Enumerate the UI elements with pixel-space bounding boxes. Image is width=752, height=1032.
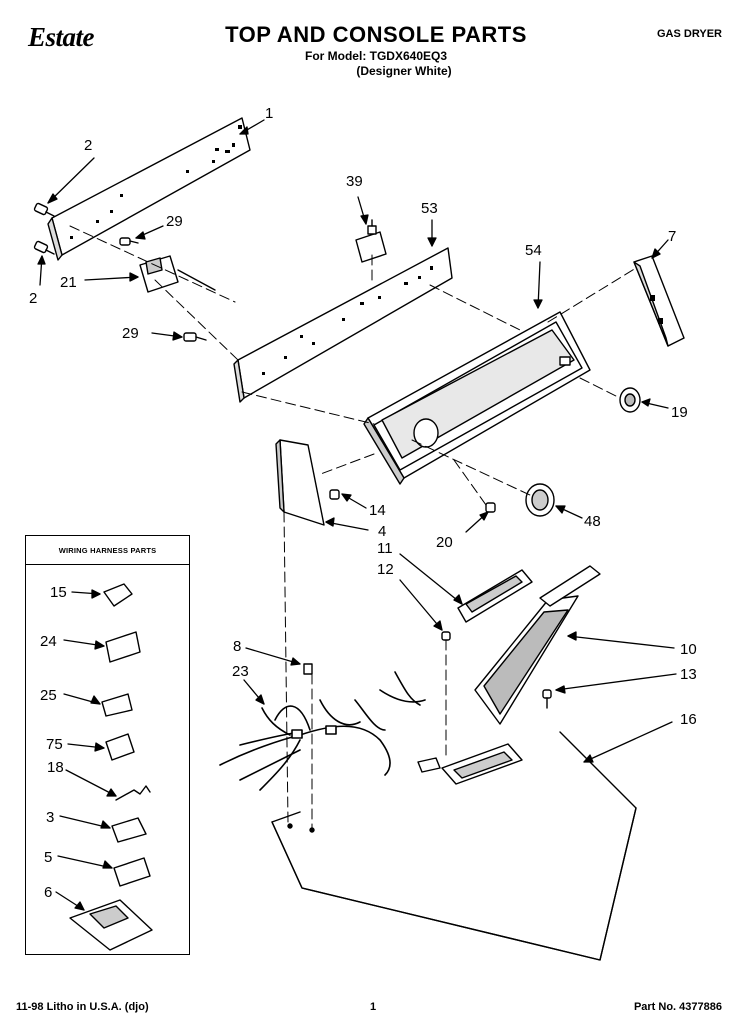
- callout-6: 6: [44, 884, 52, 901]
- callout-labels: 1 2 2 29 21 29 39 53 54 7 19 14 4 20 48 …: [29, 105, 697, 901]
- callout-8: 8: [233, 638, 241, 655]
- part-control-knob: [619, 387, 641, 413]
- callout-25: 25: [40, 687, 57, 704]
- callout-75: 75: [46, 736, 63, 753]
- callout-1: 1: [265, 105, 273, 122]
- callout-18: 18: [47, 759, 64, 776]
- callout-14: 14: [369, 502, 386, 519]
- wiring-harness-legend: WIRING HARNESS PARTS: [25, 535, 190, 955]
- legend-part-drawings: [69, 583, 153, 951]
- callout-21: 21: [60, 274, 77, 291]
- footer-part-number: Part No. 4377886: [633, 1001, 722, 1013]
- part-screw-lower: [33, 240, 55, 255]
- callout-4: 4: [378, 523, 386, 540]
- part-lint-cover: [457, 569, 533, 623]
- model-line: For Model: TGDX640EQ3: [304, 49, 448, 63]
- part-console: [363, 311, 591, 485]
- callout-20: 20: [436, 534, 453, 551]
- callout-54: 54: [525, 242, 542, 259]
- callout-5: 5: [44, 849, 52, 866]
- part-control-mount-panel: [233, 247, 453, 403]
- callout-13: 13: [680, 666, 697, 683]
- dryer-type: GAS DRYER: [657, 28, 722, 40]
- legend-title: WIRING HARNESS PARTS: [58, 546, 157, 555]
- brand-logo: Estate: [28, 22, 95, 52]
- part-screw-12: [441, 631, 451, 641]
- callout-39: 39: [346, 173, 363, 190]
- part-timer-knob: [525, 483, 555, 517]
- callout-29-lower: 29: [122, 325, 139, 342]
- part-wiring-harness: [219, 671, 426, 791]
- footer-litho: 11-98 Litho in U.S.A. (djo): [16, 1001, 149, 1013]
- part-clip-8: [303, 663, 313, 675]
- page-title: TOP AND CONSOLE PARTS: [225, 22, 527, 47]
- leader-arrows: [37, 119, 677, 911]
- part-switch: [355, 219, 387, 263]
- part-lint-screen: [474, 565, 601, 725]
- part-screw-29-lower: [183, 332, 207, 342]
- callout-24: 24: [40, 633, 57, 650]
- callout-2-lower: 2: [29, 290, 37, 307]
- callout-12: 12: [377, 561, 394, 578]
- callout-7: 7: [668, 228, 676, 245]
- callout-3: 3: [46, 809, 54, 826]
- callout-23: 23: [232, 663, 249, 680]
- alignment-lines: [69, 225, 637, 831]
- callout-11: 11: [377, 540, 393, 557]
- part-console-end-cap: [633, 255, 685, 347]
- callout-53: 53: [421, 200, 438, 217]
- part-timer-bracket: [139, 255, 216, 293]
- model-variant: (Designer White): [356, 64, 452, 78]
- callout-48: 48: [584, 513, 601, 530]
- part-screw-14: [329, 489, 340, 500]
- callout-16: 16: [680, 711, 697, 728]
- callout-19: 19: [671, 404, 688, 421]
- part-rear-console-panel: [47, 117, 251, 261]
- legend-divider: [26, 564, 189, 565]
- part-screw-upper: [33, 202, 55, 217]
- footer-page-number: 1: [370, 1001, 377, 1013]
- callout-2-upper: 2: [84, 137, 92, 154]
- part-left-end-cap: [275, 439, 325, 526]
- callout-10: 10: [680, 641, 697, 658]
- part-dryer-top: [271, 730, 637, 961]
- callout-15: 15: [50, 584, 67, 601]
- part-screw-20: [485, 502, 496, 513]
- part-screw-13: [542, 689, 552, 709]
- callout-29-upper: 29: [166, 213, 183, 230]
- part-screw-29-upper: [119, 237, 139, 246]
